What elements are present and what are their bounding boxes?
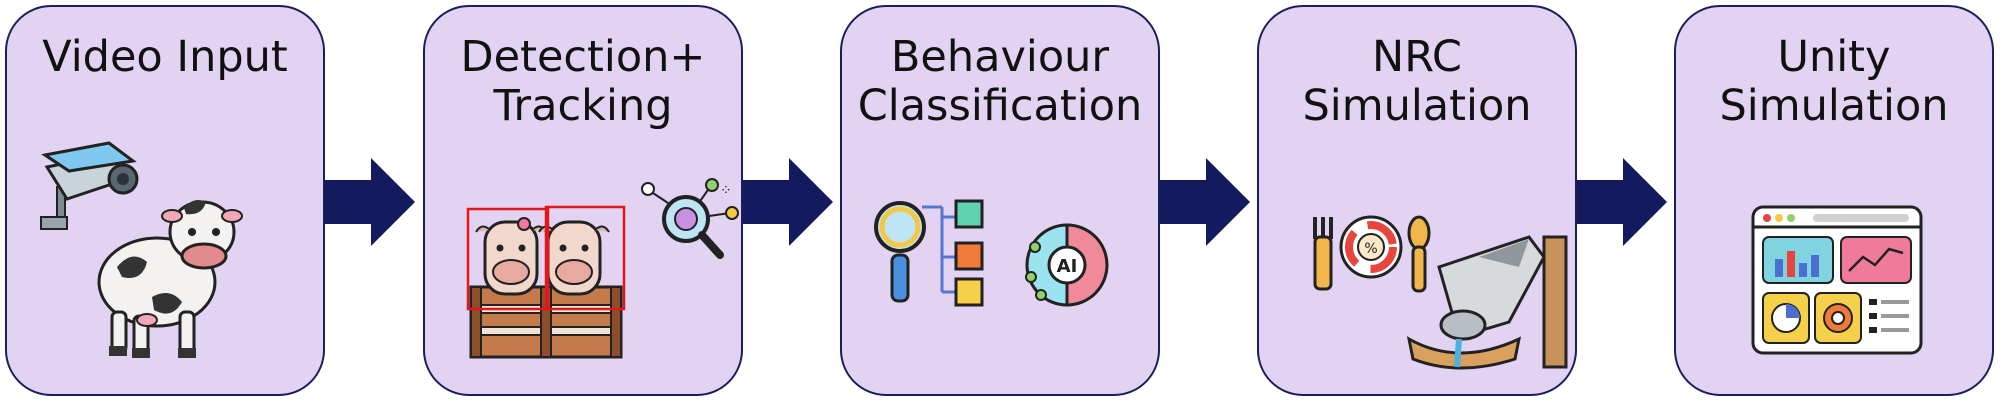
stage-detection-tracking: Detection+ Tracking <box>423 5 743 396</box>
stage-title: Detection+ Tracking <box>460 32 706 131</box>
magnifier-decision-tree-ai-brain-icon: AI <box>874 199 1109 307</box>
flow-arrow <box>1160 158 1250 246</box>
stage-title: Video Input <box>42 32 288 82</box>
stage-nrc-simulation: NRC Simulation % <box>1257 5 1577 396</box>
bounding-box <box>466 207 550 311</box>
stage-behaviour-classification: Behaviour Classification AI <box>840 5 1160 396</box>
cctv-camera-and-cow-icon <box>40 141 243 358</box>
stage-title: Behaviour Classification <box>857 32 1143 131</box>
bounding-box <box>544 205 626 311</box>
ai-badge-label: AI <box>1057 256 1078 277</box>
flow-arrow <box>743 158 833 246</box>
stage-video-input: Video Input <box>5 5 325 396</box>
stage-title: Unity Simulation <box>1719 32 1949 131</box>
simulation-dashboard-icon <box>1751 205 1923 355</box>
svg-text:⁘: ⁘ <box>720 183 732 199</box>
stage-title: NRC Simulation <box>1302 32 1532 131</box>
svg-text:%: % <box>1364 241 1377 257</box>
flow-arrow <box>1577 158 1667 246</box>
cows-with-bounding-boxes-icon: ⁘ <box>466 178 739 359</box>
nutrition-and-feeding-cow-icon: % <box>1313 215 1568 370</box>
flow-arrow <box>325 158 415 246</box>
stage-unity-simulation: Unity Simulation <box>1674 5 1994 396</box>
